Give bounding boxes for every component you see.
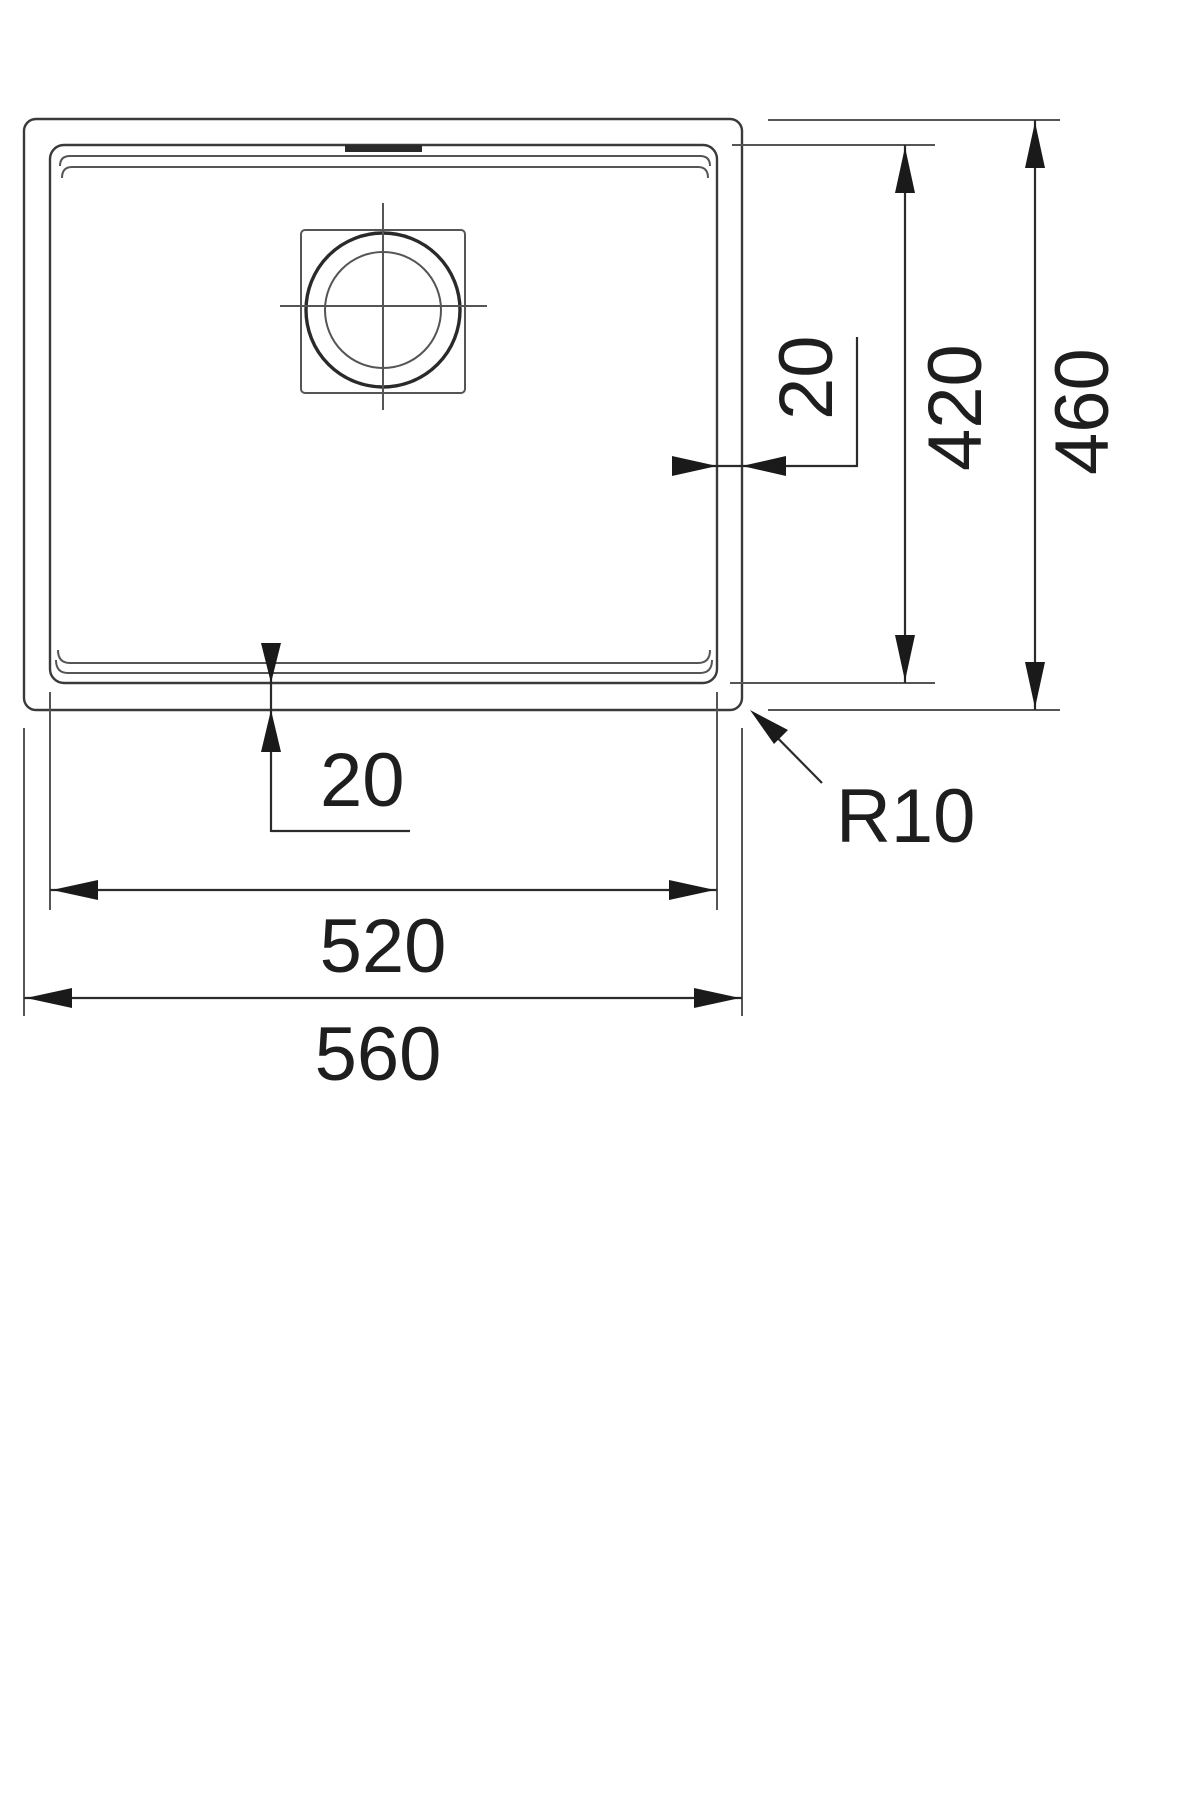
overall-width-label: 560 bbox=[315, 1012, 442, 1097]
bottom-rim-label: 20 bbox=[320, 738, 405, 823]
inner-depth-label: 420 bbox=[913, 344, 998, 471]
overall-depth-label: 460 bbox=[1040, 348, 1125, 475]
side-rim-label: 20 bbox=[764, 335, 849, 420]
overall-depth-dimension: 460 bbox=[768, 119, 1125, 711]
corner-radius-callout: R10 bbox=[750, 710, 975, 859]
outer-rim-outline bbox=[22, 117, 744, 712]
bottom-lip-lines bbox=[55, 649, 713, 674]
overflow-slot bbox=[345, 145, 422, 152]
inner-width-dimension: 520 bbox=[49, 692, 718, 989]
corner-radius-label: R10 bbox=[836, 774, 975, 859]
inner-width-label: 520 bbox=[320, 904, 447, 989]
inner-depth-dimension: 420 bbox=[730, 144, 998, 684]
overall-width-dimension: 560 bbox=[23, 728, 743, 1097]
top-lip-lines bbox=[59, 155, 711, 179]
drain-icon bbox=[280, 203, 487, 410]
bottom-rim-dimension: 20 bbox=[261, 643, 410, 833]
side-rim-dimension: 20 bbox=[672, 335, 859, 476]
